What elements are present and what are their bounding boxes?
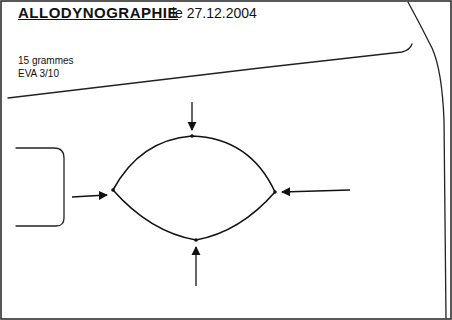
arrow-left: [72, 195, 107, 197]
diagram-title: ALLODYNOGRAPHIE: [18, 5, 178, 22]
allodynia-zone: [113, 136, 275, 240]
pressure-label: 15 grammes: [18, 55, 74, 66]
pain-score: EVA 3/10: [18, 68, 59, 79]
bracket: [16, 148, 64, 226]
markers: [111, 134, 277, 242]
date-label: le 27.12.2004: [172, 6, 257, 21]
test-arrows: [72, 102, 350, 286]
arrow-bottom: [195, 247, 196, 286]
arrow-top: [191, 102, 192, 130]
limb-upper-edge: [8, 44, 412, 98]
limb-right-edge: [408, 2, 446, 318]
arrow-right: [282, 190, 350, 192]
